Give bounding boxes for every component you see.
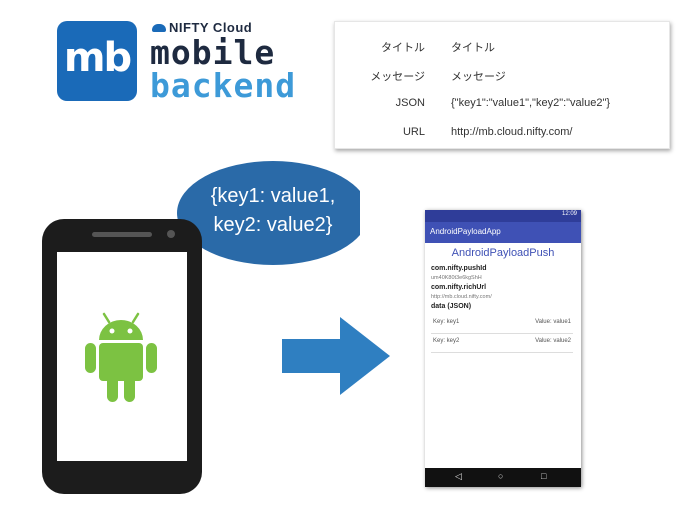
app-bar [425, 222, 581, 243]
row-value: Value: value1 [535, 319, 571, 325]
app-title: AndroidPayloadApp [430, 227, 501, 236]
logo-provider-text: NIFTY Cloud [169, 20, 253, 35]
logo-provider: NIFTY Cloud [152, 20, 252, 35]
payload-value: メッセージ [451, 71, 506, 83]
screen-heading: AndroidPayloadPush [451, 247, 555, 259]
logo-tile-text: mb [63, 35, 132, 81]
speech-bubble-text: {key1: value1, key2: value2} [179, 182, 367, 240]
home-icon[interactable]: ○ [498, 471, 504, 481]
payload-row: メッセージ メッセージ [335, 68, 669, 88]
list-item[interactable]: Key: key2 Value: value2 [431, 334, 573, 353]
payload-value: http://mb.cloud.nifty.com/ [451, 126, 573, 138]
phone-camera [167, 230, 175, 238]
phone-speaker [92, 232, 152, 237]
right-arrow-icon [282, 317, 390, 395]
field-label: com.nifty.pushId [431, 265, 487, 272]
payload-row: URL http://mb.cloud.nifty.com/ [335, 126, 669, 146]
payload-key: URL [402, 126, 425, 138]
field-value: um40K80t3e6kgShH [431, 275, 482, 281]
recents-icon[interactable]: □ [541, 471, 547, 481]
status-bar: 12:09 [425, 210, 581, 222]
logo-word-mobile: mobile [150, 33, 276, 72]
payload-value: タイトル [451, 42, 495, 54]
payload-row: JSON {"key1":"value1","key2":"value2"} [335, 97, 669, 117]
status-time: 12:09 [561, 211, 577, 217]
navigation-bar: ◁ ○ □ [425, 468, 581, 487]
field-value: http://mb.cloud.nifty.com/ [431, 294, 492, 300]
payload-table: タイトル タイトル メッセージ メッセージ JSON {"key1":"valu… [334, 21, 670, 149]
back-icon[interactable]: ◁ [455, 471, 462, 481]
speech-bubble-line: {key1: value1, [210, 185, 336, 207]
list-item[interactable]: Key: key1 Value: value1 [431, 315, 573, 334]
row-key: Key: key1 [433, 319, 460, 325]
payload-row: タイトル タイトル [335, 39, 669, 59]
speech-bubble-line: key2: value2} [213, 214, 333, 236]
payload-key: タイトル [381, 42, 425, 54]
device-screen: 12:09 AndroidPayloadApp AndroidPayloadPu… [425, 210, 581, 487]
payload-key: JSON [395, 97, 425, 109]
payload-key: メッセージ [370, 71, 425, 83]
field-label: com.nifty.richUrl [431, 284, 487, 291]
logo-word-backend: backend [150, 66, 297, 105]
speech-bubble-body [177, 161, 360, 265]
android-robot-icon [85, 312, 157, 402]
field-label: data (JSON) [431, 303, 472, 310]
mb-logo-tile: mb [57, 21, 137, 101]
payload-value: {"key1":"value1","key2":"value2"} [451, 97, 611, 109]
row-key: Key: key2 [433, 338, 460, 344]
cloud-icon [152, 24, 166, 32]
row-value: Value: value2 [535, 338, 571, 344]
